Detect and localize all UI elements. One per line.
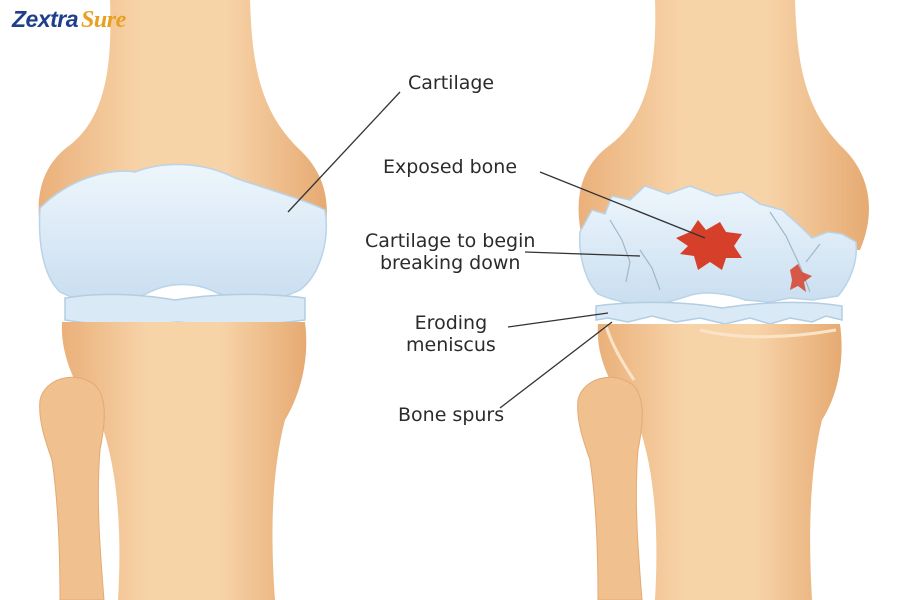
label-exposed-bone-text: Exposed bone bbox=[383, 156, 518, 178]
label-meniscus-line1: Eroding bbox=[414, 312, 488, 334]
bone-spur-ridge bbox=[604, 325, 837, 381]
healthy-knee bbox=[38, 0, 327, 600]
label-exposed-bone: Exposed bone bbox=[383, 156, 517, 178]
healthy-meniscus bbox=[64, 293, 306, 326]
arthritic-tibia bbox=[597, 324, 842, 600]
leader-exposed-bone bbox=[539, 171, 706, 239]
label-cartilage-break-line2: breaking down bbox=[379, 252, 521, 274]
healthy-tibia bbox=[61, 322, 307, 600]
leader-cartilage bbox=[287, 91, 401, 213]
label-cartilage: Cartilage bbox=[408, 72, 494, 94]
small-lesion bbox=[790, 264, 812, 292]
arthritic-knee bbox=[577, 0, 869, 600]
healthy-fibula bbox=[39, 376, 105, 600]
arthritic-fibula bbox=[577, 376, 643, 600]
label-eroding-meniscus: Eroding meniscus bbox=[406, 312, 496, 356]
brand-name-accent: Sure bbox=[81, 7, 126, 33]
label-cartilage-breaking-down: Cartilage to begin breaking down bbox=[365, 230, 535, 274]
label-meniscus-line2: meniscus bbox=[406, 334, 496, 356]
leader-lines bbox=[287, 91, 706, 409]
cartilage-cracks bbox=[609, 211, 821, 293]
leader-cartilage-break bbox=[524, 251, 641, 257]
label-cartilage-break-line1: Cartilage to begin bbox=[365, 230, 536, 252]
label-cartilage-text: Cartilage bbox=[408, 72, 495, 94]
arthritic-meniscus bbox=[595, 301, 843, 325]
label-bone-spurs-text: Bone spurs bbox=[398, 404, 505, 426]
leader-bone-spurs bbox=[499, 321, 613, 409]
leader-meniscus bbox=[507, 312, 609, 328]
brand-name-primary: Zextra bbox=[12, 6, 79, 32]
label-bone-spurs: Bone spurs bbox=[398, 404, 504, 426]
